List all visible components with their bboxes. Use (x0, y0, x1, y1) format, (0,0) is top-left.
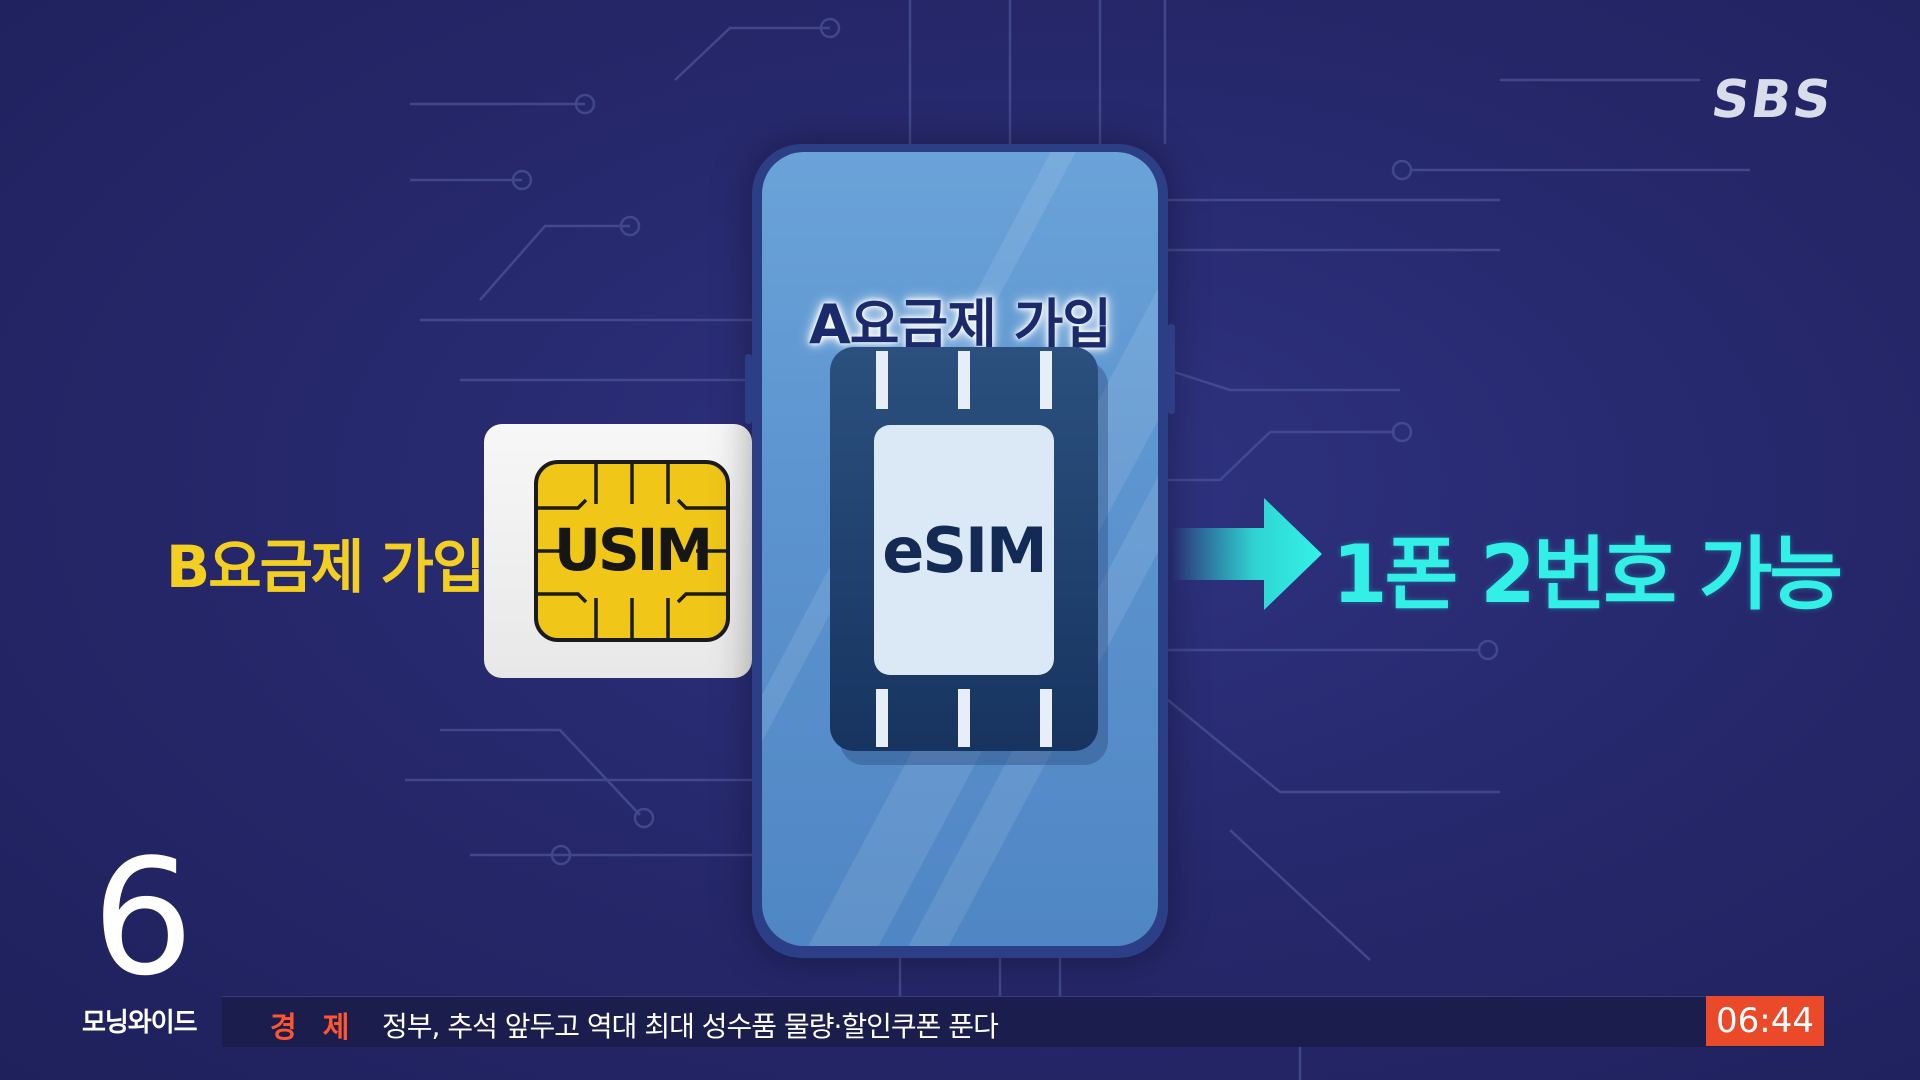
result-label: 1폰 2번호 가능 (1332, 528, 1843, 621)
phone-side-button (745, 354, 752, 424)
program-name: 모닝와이드 (82, 1008, 198, 1038)
usim-chip: USIM (534, 460, 730, 642)
phone-screen: A요금제 가입 eSIM (762, 152, 1158, 946)
plan-a-label: A요금제 가입 (809, 293, 1112, 356)
sbs-logo: SBS (1707, 70, 1837, 130)
phone-side-button (1168, 324, 1175, 414)
smartphone-illustration: A요금제 가입 eSIM (745, 144, 1175, 958)
usim-label: USIM (553, 516, 713, 584)
esim-chip: eSIM (830, 347, 1098, 751)
arrow-right-icon (1172, 498, 1322, 610)
ticker-headline: 정부, 추석 앞두고 역대 최대 성수품 물량·할인쿠폰 푼다 (382, 1010, 999, 1043)
ticker-category: 경 제 (270, 1010, 358, 1044)
clock-badge: 06:44 (1706, 996, 1824, 1046)
program-number: 6 (92, 824, 194, 1011)
chip-contacts-icon (538, 464, 726, 638)
esim-core: eSIM (874, 425, 1054, 675)
plan-b-label: B요금제 가입 (166, 533, 485, 601)
news-ticker: 경 제 정부, 추석 앞두고 역대 최대 성수품 물량·할인쿠폰 푼다 (222, 996, 1824, 1047)
esim-label: eSIM (882, 513, 1047, 587)
